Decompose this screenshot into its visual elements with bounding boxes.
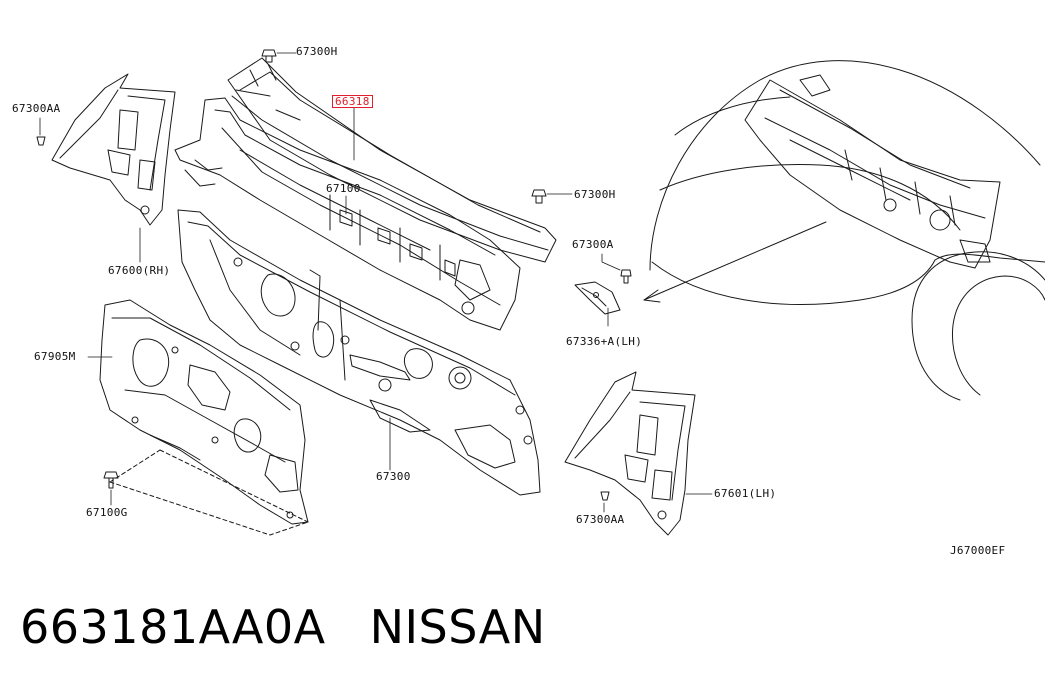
cowl-inner-panel xyxy=(174,97,521,331)
part-number: 663181AA0A xyxy=(20,600,326,654)
label-67300h-right: 67300H xyxy=(574,188,616,201)
label-67905m: 67905M xyxy=(34,350,76,363)
label-67601-lh: 67601(LH) xyxy=(714,487,777,500)
label-67300aa-bottom: 67300AA xyxy=(576,513,625,526)
label-67300aa-left: 67300AA xyxy=(12,102,61,115)
clip-67300h-top xyxy=(261,49,277,63)
label-67300: 67300 xyxy=(376,470,411,483)
label-66318-highlight: 66318 xyxy=(332,95,373,108)
brand-name: NISSAN xyxy=(369,600,546,654)
pin-67300aa-bottom xyxy=(600,491,610,501)
label-67336-a-lh: 67336+A(LH) xyxy=(566,335,643,348)
part-caption: 663181AA0A NISSAN xyxy=(20,596,546,658)
label-67100g: 67100G xyxy=(86,506,128,519)
dash-insulator xyxy=(99,299,309,525)
leader-lines xyxy=(39,52,713,513)
bolt-67100g xyxy=(103,471,119,489)
label-67300a: 67300A xyxy=(572,238,614,251)
clip-67300a xyxy=(620,269,632,284)
location-arrow xyxy=(643,221,827,303)
side-bracket-lh xyxy=(564,371,696,536)
side-bracket-rh xyxy=(51,73,176,226)
pin-67300aa-left xyxy=(36,136,46,146)
diagram-code: J67000EF xyxy=(950,544,1006,557)
insulator-dashed-outline xyxy=(109,449,309,536)
small-bracket-67336 xyxy=(574,281,621,315)
cowl-top-panel xyxy=(227,57,557,263)
label-67600-rh: 67600(RH) xyxy=(108,264,171,277)
clip-67300h-right xyxy=(531,189,547,204)
label-67100: 67100 xyxy=(326,182,361,195)
dash-lower-panel xyxy=(177,209,541,496)
label-67300h-top: 67300H xyxy=(296,45,338,58)
vehicle-overview xyxy=(649,60,1045,401)
parts-diagram xyxy=(36,49,1045,536)
